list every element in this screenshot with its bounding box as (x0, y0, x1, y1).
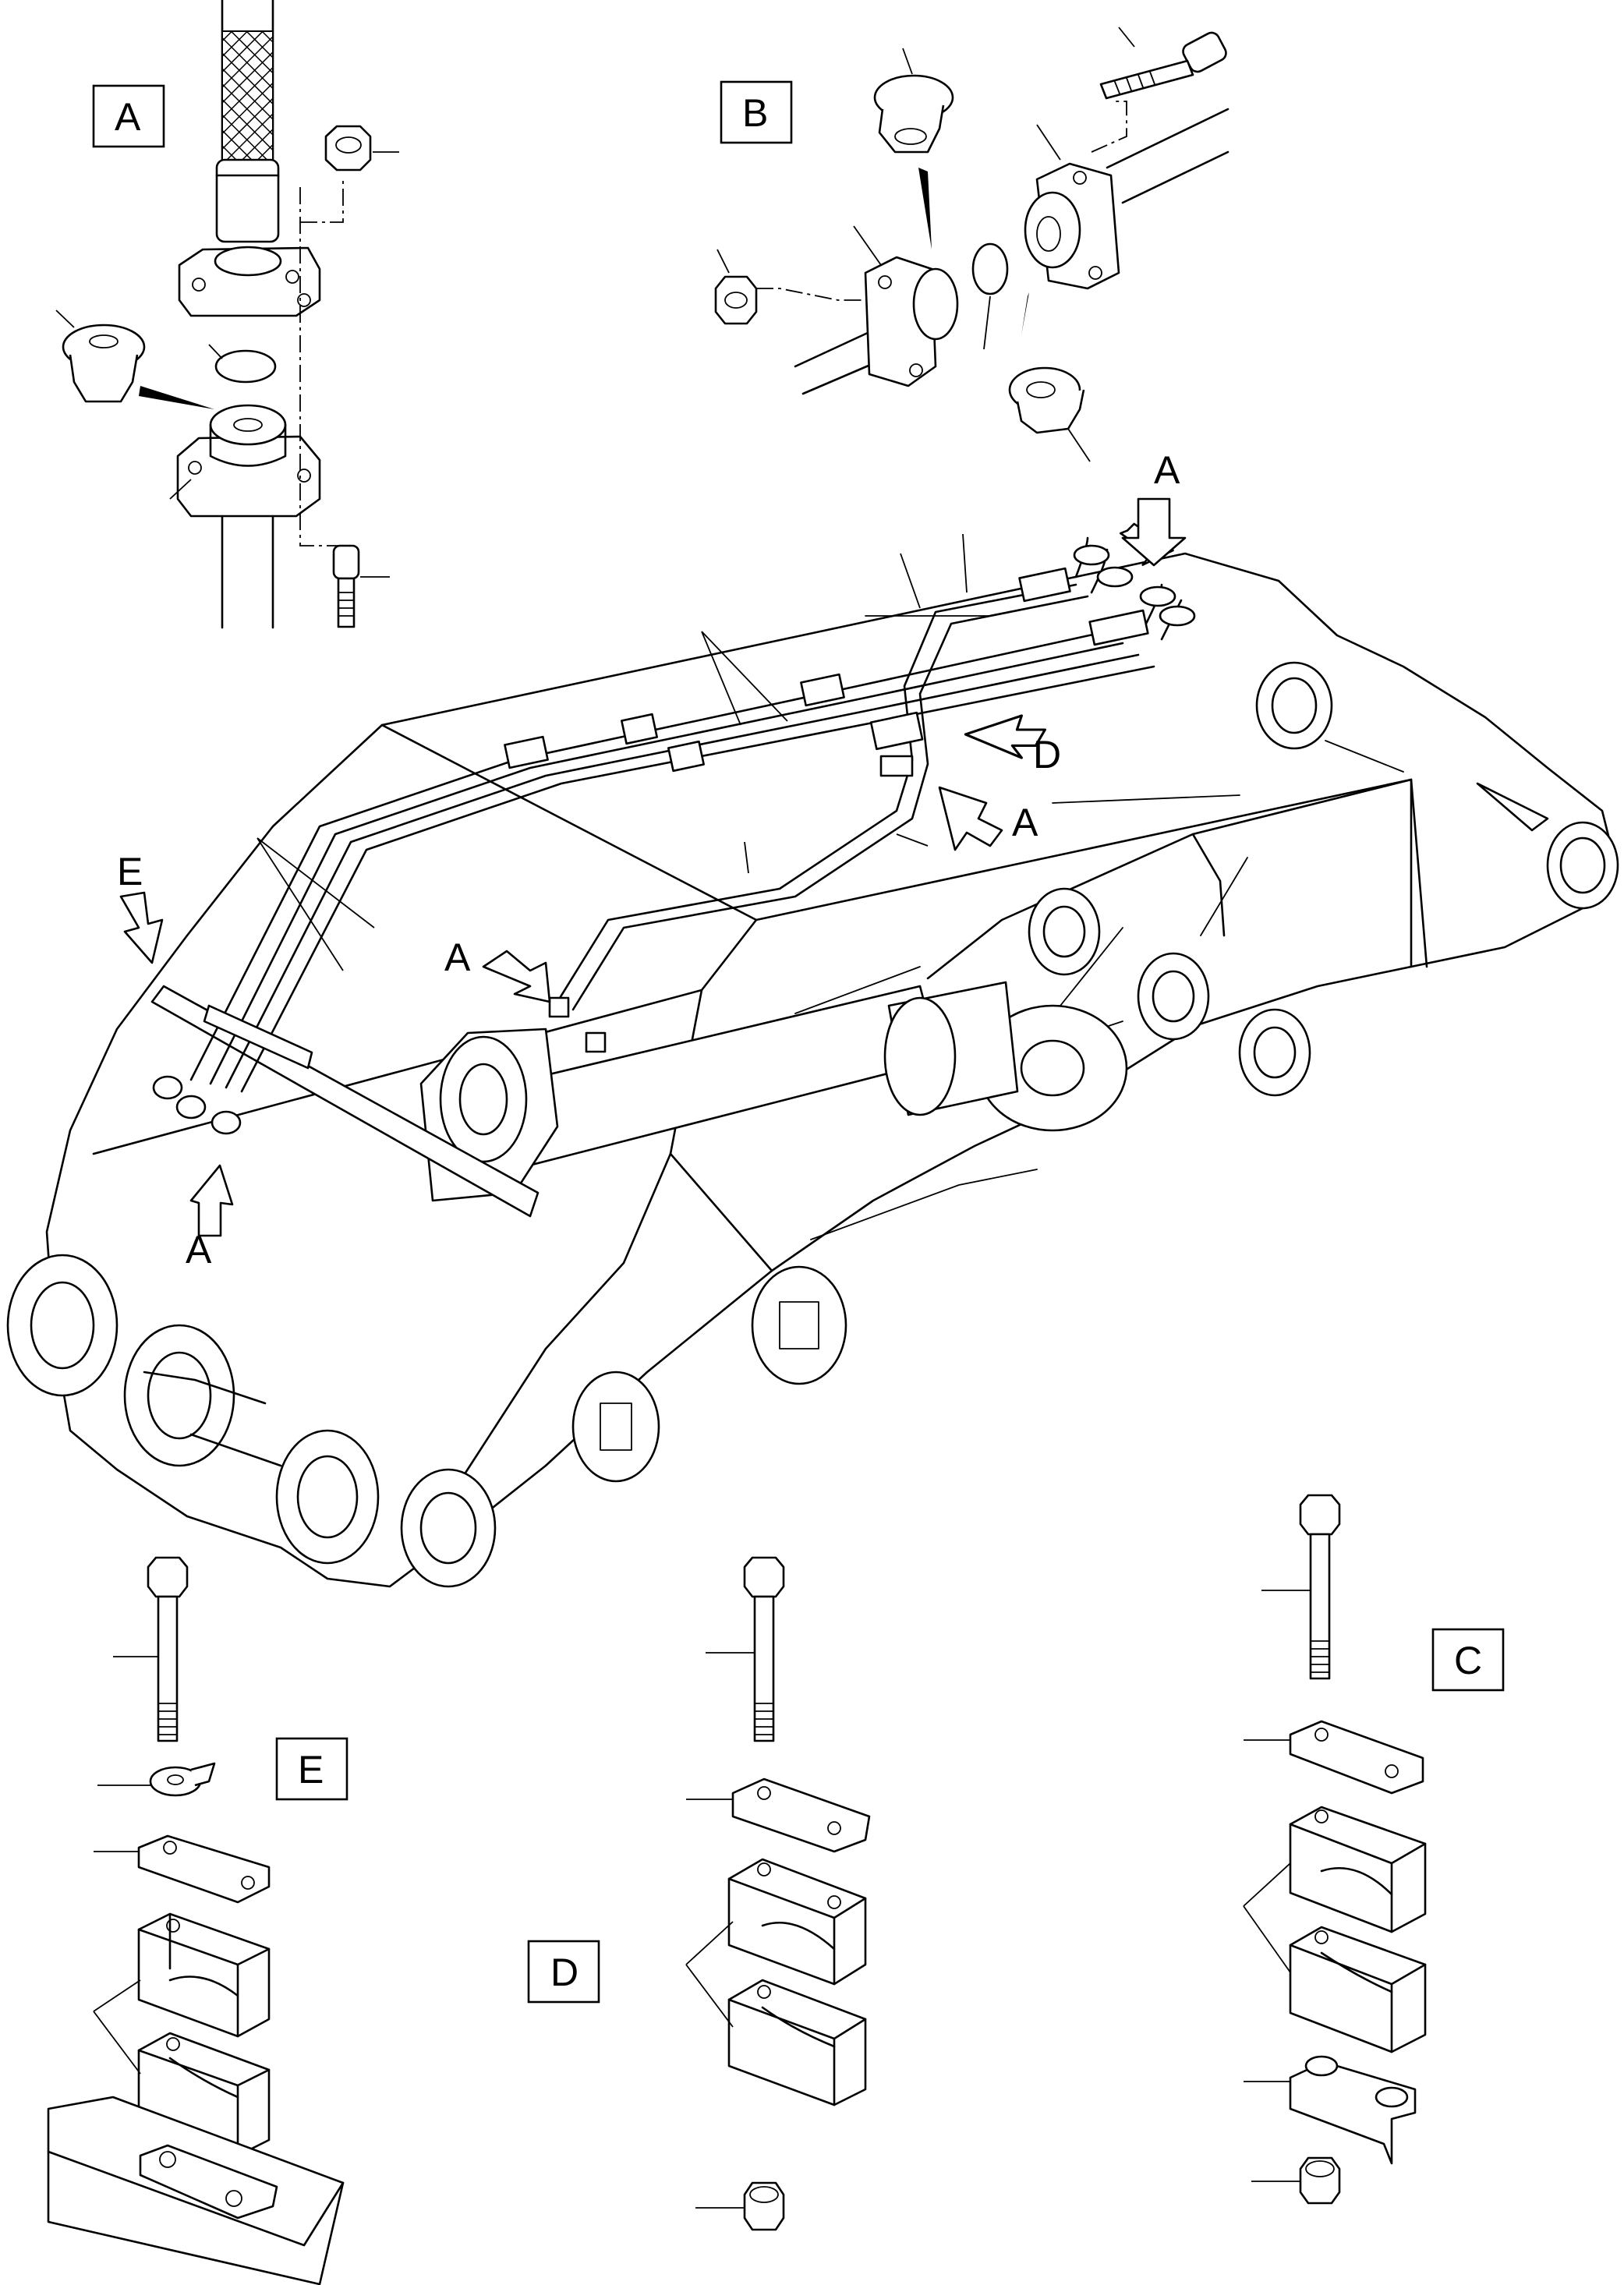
plate-detail-e (137, 1834, 271, 1904)
detail-b-flange-fitting (714, 27, 1229, 462)
detail-box-label: D (550, 1951, 578, 1994)
nut-detail-c (1299, 2156, 1341, 2205)
view-arrow-a-bottom-left: A (186, 1164, 234, 1272)
bolt-detail-e (147, 1556, 189, 1742)
detail-e-clamp-assembly: E (47, 1556, 349, 2285)
view-arrow-label: A (1154, 448, 1180, 492)
detail-a-flange-fitting (55, 0, 399, 629)
plug-detail-a (62, 324, 146, 403)
view-arrow-d: D (964, 714, 1061, 776)
pin-plate-lower-right (751, 1265, 847, 1385)
plug-detail-b-lower (1008, 366, 1085, 434)
view-arrow-a-center: A (938, 786, 1038, 851)
clamp-half-upper-e (137, 1912, 271, 2038)
view-arrow-label: E (117, 850, 143, 893)
view-arrow-e: E (117, 850, 164, 964)
view-arrow-label: A (1012, 801, 1038, 844)
pin-plate-lower-mid (571, 1371, 660, 1483)
rail-detail-e (47, 2096, 345, 2285)
view-arrow-a-left-mid: A (444, 936, 551, 1003)
detail-box-label: E (298, 1748, 324, 1792)
o-ring-detail-b (971, 242, 1009, 295)
view-arrow-label: A (444, 936, 471, 979)
bolt-detail-c (1299, 1494, 1341, 1680)
bolt-detail-b (1099, 31, 1227, 100)
lock-washer-detail-e (149, 1762, 216, 1797)
plate-detail-c (1289, 1720, 1424, 1795)
detail-box-label: B (742, 91, 768, 135)
detail-d-clamp-assembly: D (527, 1556, 871, 2231)
clamp-half-upper-c (1289, 1806, 1427, 1933)
nut-detail-b (714, 275, 758, 325)
detail-box-c (1431, 1628, 1505, 1692)
detail-box-label: C (1454, 1639, 1482, 1682)
detail-box-e (275, 1737, 349, 1801)
bolt-detail-a (332, 544, 360, 628)
plate-detail-d (731, 1777, 871, 1853)
nut-detail-a (324, 125, 372, 172)
hydraulic-lines (152, 533, 1196, 1135)
view-arrow-label: A (186, 1228, 212, 1272)
nut-detail-d (743, 2181, 785, 2231)
clamp-half-lower-c (1289, 1926, 1427, 2053)
bracket-detail-c (1289, 2055, 1417, 2165)
clamp-half-upper-d (727, 1858, 867, 1986)
view-arrow-label: D (1033, 733, 1061, 776)
detail-box-b (720, 80, 793, 144)
view-arrow-a-top-right: A (1119, 448, 1187, 567)
detail-box-d (527, 1940, 600, 2004)
clamp-half-lower-d (727, 1979, 867, 2106)
detail-box-label: A (115, 95, 141, 139)
detail-c-clamp-assembly: C (1243, 1494, 1505, 2205)
o-ring-detail-a (214, 349, 277, 384)
plug-detail-b-upper (873, 74, 954, 154)
detail-box-a (92, 84, 165, 148)
bolt-detail-d (743, 1556, 785, 1742)
